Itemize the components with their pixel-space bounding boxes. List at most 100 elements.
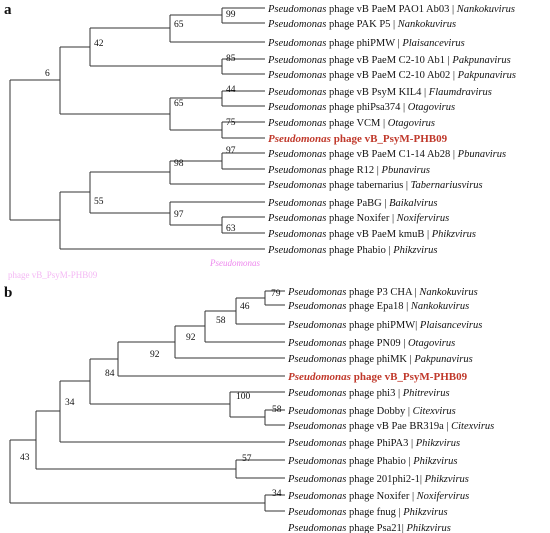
a-tip-label: Pseudomonas phage vB PaeM C2-10 Ab02 | P… (267, 70, 516, 81)
bootstrap-a-2: 42 (94, 39, 104, 49)
genus-name: Pseudomonas (267, 87, 326, 98)
virus-genus: Otagovirus (408, 338, 455, 349)
bootstrap-b-2: 58 (216, 316, 226, 326)
b-tip-label: Pseudomonas phage Dobby | Citexvirus (287, 406, 456, 417)
bootstrap-b-0: 79 (271, 289, 281, 299)
virus-genus: Pakpunavirus (451, 55, 510, 66)
strain-name: phage Noxifer | (346, 491, 416, 502)
virus-genus: Tabernariusvirus (411, 180, 483, 191)
virus-genus: Phikzvirus (424, 474, 469, 485)
genus-name: Pseudomonas (267, 102, 326, 113)
bootstrap-a-4: 44 (226, 85, 236, 95)
genus-name: Pseudomonas (267, 118, 326, 129)
bootstrap-a-8: 97 (226, 146, 236, 156)
virus-genus: Flaumdravirus (428, 87, 492, 98)
strain-name: phage vB_PsyM-PHB09 (331, 133, 448, 145)
strain-name: phage R12 | (326, 165, 381, 176)
virus-genus: Otagovirus (408, 102, 455, 113)
strain-name: phage vB PaeM C2-10 Ab02 | (326, 70, 457, 81)
b-tip-label: Pseudomonas phage Phabio | Phikzvirus (287, 456, 458, 467)
genus-name: Pseudomonas (267, 198, 326, 209)
virus-genus: Phikzvirus (392, 245, 437, 256)
a-tip-label: Pseudomonas phage vB_PsyM-PHB09 (268, 133, 448, 145)
genus-name: Pseudomonas (267, 180, 326, 191)
bootstrap-b-10: 43 (20, 453, 30, 463)
strain-name: phage Psa21| (346, 523, 406, 533)
a-tip-label: Pseudomonas phage vB PsyM KIL4 | Flaumdr… (267, 87, 492, 98)
virus-genus: Nankokuvirus (456, 4, 515, 15)
virus-genus: Plaisancevirus (401, 38, 464, 49)
bootstrap-b-9: 57 (242, 454, 252, 464)
tip-labels: Pseudomonas phage vB PaeM PAO1 Ab03 | Na… (267, 4, 516, 533)
genus-name: Pseudomonas (267, 70, 326, 81)
b-tip-label: Pseudomonas phage vB_PsyM-PHB09 (288, 371, 468, 383)
tree-branches (9, 7, 285, 512)
a-tip-label: Pseudomonas phage tabernarius | Tabernar… (267, 180, 483, 191)
panel-a-label: a (4, 2, 12, 18)
bootstrap-a-11: 97 (174, 210, 184, 220)
genus-name: Pseudomonas (287, 320, 346, 331)
a-tip-label: Pseudomonas phage phiPsa374 | Otagovirus (267, 102, 455, 113)
strain-name: phage tabernarius | (326, 180, 410, 191)
virus-genus: Pakpunavirus (457, 70, 516, 81)
strain-name: phage phi3 | (346, 388, 402, 399)
genus-name: Pseudomonas (287, 388, 346, 399)
artifact-text-left: phage vB_PsyM-PHB09 (8, 270, 98, 280)
virus-genus: Baikalvirus (389, 198, 437, 209)
b-tip-label: Pseudomonas phage phi3 | Phitrevirus (287, 388, 450, 399)
strain-name: phage Noxifer | (326, 213, 396, 224)
b-tip-label: Pseudomonas phage fnug | Phikzvirus (287, 507, 448, 518)
virus-genus: Citexvirus (451, 421, 494, 432)
genus-name: Pseudomonas (287, 474, 346, 485)
b-tip-label: Pseudomonas phage Psa21| Phikzvirus (287, 523, 451, 533)
virus-genus: Citexvirus (413, 406, 456, 417)
genus-name: Pseudomonas (287, 301, 346, 312)
strain-name: phage phiPMW| (346, 320, 420, 331)
strain-name: phage fnug | (346, 507, 403, 518)
virus-genus: Pakpunavirus (413, 354, 472, 365)
genus-name: Pseudomonas (287, 287, 346, 298)
bootstrap-a-7: 6 (45, 69, 50, 79)
a-tip-label: Pseudomonas phage vB PaeM C2-10 Ab1 | Pa… (267, 55, 511, 66)
strain-name: phage vB Pae BR319a | (346, 421, 451, 432)
genus-name: Pseudomonas (287, 406, 346, 417)
b-tip-label: Pseudomonas phage vB Pae BR319a | Citexv… (287, 421, 494, 432)
strain-name: phage Phabio | (346, 456, 413, 467)
strain-name: phage phiMK | (346, 354, 414, 365)
b-tip-label: Pseudomonas phage 201phi2-1| Phikzvirus (287, 474, 469, 485)
virus-genus: Phitrevirus (402, 388, 450, 399)
genus-name: Pseudomonas (267, 245, 326, 256)
strain-name: phage PhiPA3 | (346, 438, 415, 449)
strain-name: phage Epa18 | (346, 301, 411, 312)
virus-genus: Phikzvirus (415, 438, 460, 449)
genus-name: Pseudomonas (267, 149, 326, 160)
bootstrap-a-12: 63 (226, 224, 236, 234)
bootstrap-a-6: 75 (226, 118, 236, 128)
strain-name: phage PN09 | (346, 338, 408, 349)
strain-name: phage vB PaeM C1-14 Ab28 | (326, 149, 457, 160)
b-tip-label: Pseudomonas phage PhiPA3 | Phikzvirus (287, 438, 460, 449)
b-tip-label: Pseudomonas phage PN09 | Otagovirus (287, 338, 455, 349)
virus-genus: Plaisancevirus (419, 320, 482, 331)
genus-name: Pseudomonas (268, 133, 331, 145)
genus-name: Pseudomonas (288, 371, 351, 383)
virus-genus: Pbunavirus (457, 149, 506, 160)
b-tip-label: Pseudomonas phage phiPMW| Plaisancevirus (287, 320, 482, 331)
virus-genus: Phikzvirus (405, 523, 450, 533)
strain-name: phage phiPMW | (326, 38, 402, 49)
genus-name: Pseudomonas (287, 438, 346, 449)
strain-name: phage Dobby | (346, 406, 412, 417)
genus-name: Pseudomonas (287, 456, 346, 467)
bootstrap-a-9: 98 (174, 159, 184, 169)
bootstrap-a-5: 65 (174, 99, 184, 109)
virus-genus: Noxifervirus (416, 491, 470, 502)
a-tip-label: Pseudomonas phage vB PaeM PAO1 Ab03 | Na… (267, 4, 515, 15)
a-tip-label: Pseudomonas phage PAK P5 | Nankokuvirus (267, 19, 456, 30)
strain-name: phage vB PaeM kmuB | (326, 229, 431, 240)
genus-name: Pseudomonas (267, 19, 326, 30)
bootstrap-a-0: 99 (226, 10, 236, 20)
a-tip-label: Pseudomonas phage R12 | Pbunavirus (267, 165, 430, 176)
genus-name: Pseudomonas (287, 354, 346, 365)
strain-name: phage Phabio | (326, 245, 393, 256)
